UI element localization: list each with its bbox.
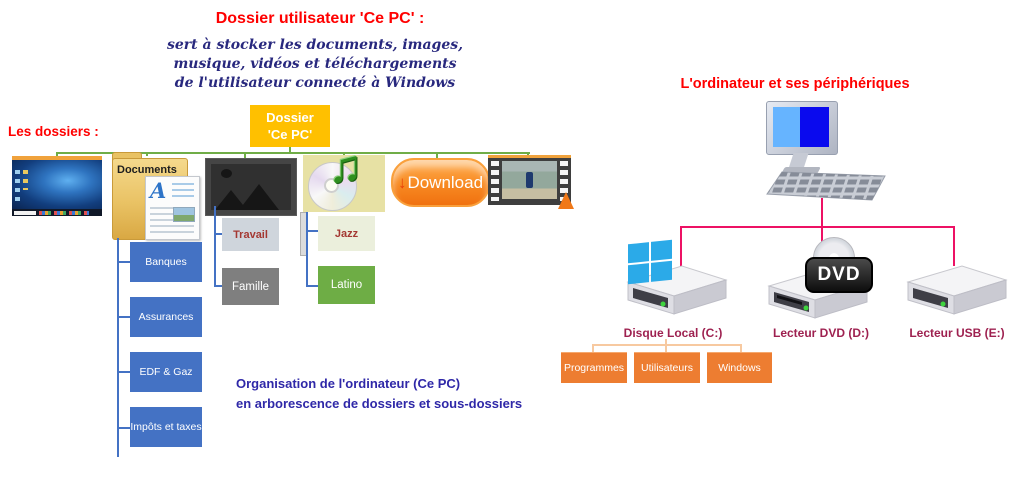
connector-stub	[592, 344, 594, 352]
music-note-icon: ♫	[328, 140, 363, 192]
child-silhouette	[525, 171, 533, 188]
page-subtitle: sert à stocker les documents, images, mu…	[165, 36, 465, 93]
root-node-ce-pc: Dossier 'Ce PC'	[250, 105, 330, 147]
windows-logo-pane	[651, 260, 672, 282]
dvd-badge: DVD	[805, 257, 873, 293]
taskbar-icons	[39, 210, 89, 215]
subtitle-line: de l'utilisateur connecté à Windows	[174, 75, 456, 91]
peripherals-title: L'ordinateur et ses périphériques	[680, 76, 910, 92]
connector-drop-documents	[146, 154, 148, 156]
folder-node-banques: Banques	[130, 242, 202, 282]
folder-node-windows: Windows	[707, 352, 772, 383]
monitor-icon	[766, 101, 838, 155]
page-title: Dossier utilisateur 'Ce PC' :	[215, 10, 425, 27]
caption-line: en arborescence de dossiers et sous-doss…	[236, 395, 523, 411]
document-letter: A	[150, 178, 167, 203]
connector-disk-horizontal	[592, 344, 742, 346]
windows-logo-pane	[628, 263, 649, 285]
connector-stub	[665, 344, 667, 352]
windows-logo-pane	[651, 239, 672, 261]
connector-stub	[214, 285, 222, 287]
folders-section-label: Les dossiers :	[8, 124, 99, 139]
drive-c-label: Disque Local (C:)	[623, 326, 723, 340]
pictures-icon	[206, 159, 296, 215]
usb-drive-icon	[906, 265, 1008, 315]
connector-stub	[117, 371, 130, 373]
connector-stub	[214, 233, 222, 235]
root-node-line1: Dossier	[266, 110, 314, 125]
document-text-lines	[172, 183, 194, 197]
root-node-line2: 'Ce PC'	[267, 127, 313, 142]
connector-documents-vertical	[117, 238, 119, 457]
connector-drop-drive-e	[953, 226, 955, 266]
connector-keyboard-vertical	[821, 198, 823, 228]
folder-node-famille: Famille	[222, 268, 279, 305]
picture-sun-shape	[221, 169, 232, 178]
folder-node-edf-gaz: EDF & Gaz	[130, 352, 202, 392]
traffic-cone-icon	[558, 192, 574, 209]
windows-logo-icon	[628, 239, 672, 285]
connector-drives-horizontal	[680, 226, 955, 228]
thumbnail-highlight-bar	[12, 156, 102, 160]
connector-drop-images	[244, 154, 246, 160]
desktop-wallpaper	[12, 160, 102, 209]
download-label: Download	[407, 172, 484, 192]
documents-folder-label: Documents	[117, 164, 177, 176]
film-sprocket-holes	[560, 161, 568, 201]
documents-folder-icon: Documents A	[112, 152, 200, 240]
connector-images-vertical	[214, 206, 216, 287]
picture-mountain-shape	[239, 184, 279, 210]
subtitle-line: musique, vidéos et téléchargements	[173, 56, 457, 72]
videos-icon	[488, 155, 574, 209]
video-beach-frame	[502, 161, 557, 199]
film-sprocket-holes	[491, 161, 499, 201]
caption-line: Organisation de l'ordinateur (Ce PC)	[236, 376, 461, 391]
connector-drop-download	[436, 154, 438, 159]
keyboard-icon	[766, 171, 886, 201]
folder-node-utilisateurs: Utilisateurs	[634, 352, 700, 383]
folder-node-assurances: Assurances	[130, 297, 202, 337]
folder-node-latino: Latino	[318, 266, 375, 304]
connector-stub	[306, 285, 318, 287]
connector-stub	[117, 427, 130, 429]
folder-node-travail: Travail	[222, 218, 279, 251]
connector-stub	[117, 261, 130, 263]
cd-icon	[308, 162, 357, 211]
document-thumbnail-image	[173, 207, 195, 222]
folder-tab	[112, 152, 142, 161]
connector-drop-desktop	[56, 154, 58, 157]
subtitle-line: sert à stocker les documents, images,	[167, 37, 463, 53]
connector-root-vertical	[289, 147, 291, 154]
connector-stub	[117, 316, 130, 318]
desktop-icons-column	[23, 170, 28, 190]
download-button-icon: ↓ Download	[391, 158, 490, 207]
connector-music-vertical	[306, 212, 308, 287]
windows-desktop-thumbnail	[12, 156, 102, 216]
connector-drop-drive-d	[821, 226, 823, 242]
download-arrow-icon: ↓	[397, 172, 407, 192]
connector-stub	[740, 344, 742, 352]
folder-node-jazz: Jazz	[318, 216, 375, 251]
organisation-caption: Organisation de l'ordinateur (Ce PC) en …	[236, 374, 522, 413]
connector-disk-vertical	[665, 339, 667, 345]
folder-node-programmes: Programmes	[561, 352, 627, 383]
drive-d-label: Lecteur DVD (D:)	[772, 326, 869, 340]
desktop-icons-column	[15, 170, 20, 204]
thumbnail-highlight-bar	[488, 155, 571, 158]
connector-drop-drive-c	[680, 226, 682, 266]
taskbar	[12, 209, 102, 216]
monitor-screen	[773, 107, 829, 147]
hard-drive-c-icon	[626, 265, 728, 315]
drive-e-label: Lecteur USB (E:)	[909, 326, 1005, 340]
connector-main-horizontal	[56, 152, 530, 154]
document-page-icon: A	[145, 176, 200, 240]
connector-stub	[306, 230, 318, 232]
taskbar-search-box	[14, 210, 36, 215]
folder-node-impots: Impôts et taxes	[130, 407, 202, 447]
music-icon: ♫	[303, 143, 385, 212]
windows-logo-pane	[628, 242, 649, 264]
